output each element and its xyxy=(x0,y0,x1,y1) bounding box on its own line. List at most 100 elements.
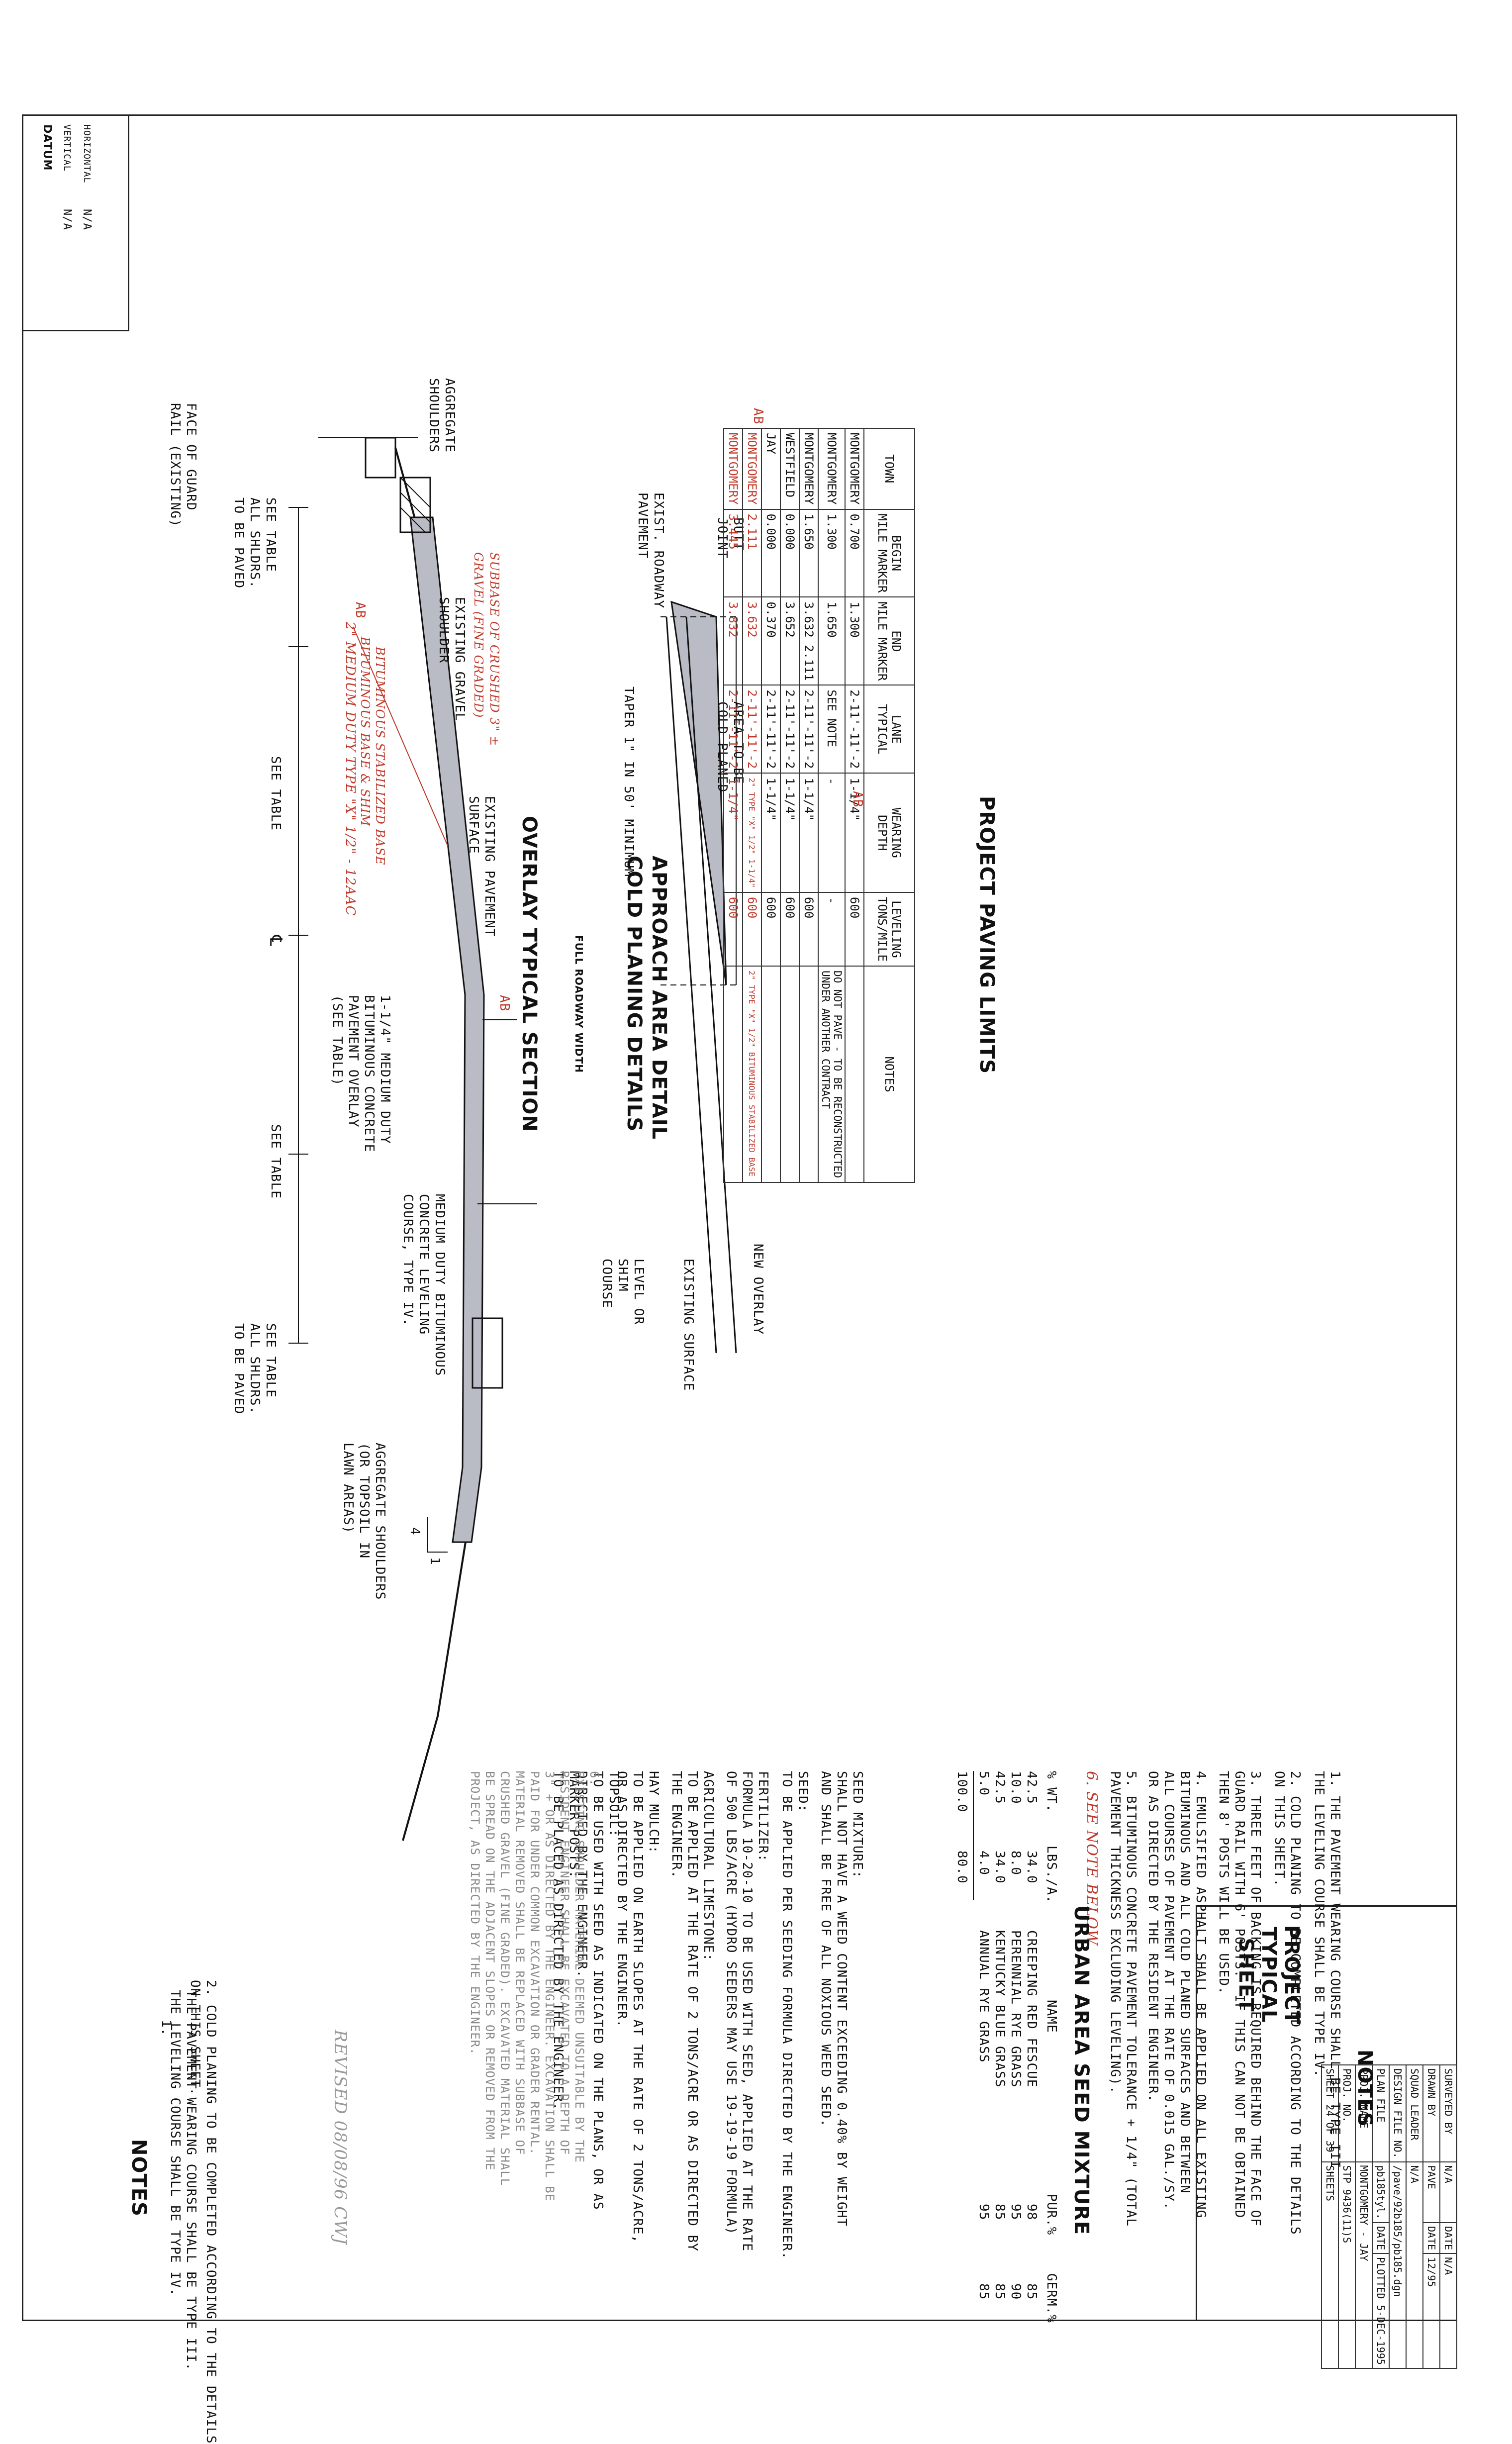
datum-horizontal-value: N/A xyxy=(81,209,93,230)
cell: 3.832 xyxy=(724,597,743,685)
overlay-band xyxy=(409,516,485,1543)
cell: 3.445 xyxy=(724,509,743,597)
date-label-2: DATE xyxy=(1423,2223,1440,2254)
handwritten-overlay-3: BITUMINOUS STABILIZED BASE xyxy=(373,647,387,866)
sheet-total: 39 xyxy=(1324,2140,1336,2152)
cell: WESTFIELD xyxy=(780,428,799,509)
col-town: TOWN xyxy=(864,428,915,509)
cell: MONTGOMERY xyxy=(818,428,845,509)
label-face-guard-rail: FACE OF GUARD RAIL (EXISTING) xyxy=(168,403,198,527)
table-row: WESTFIELD 0.000 3.652 2-11'-11'-2 1-1/4"… xyxy=(780,428,799,1183)
label-ab-mark-2: AB xyxy=(497,995,512,1012)
cell: 1.650 xyxy=(799,509,818,597)
cell: 2" TYPE "X" 1/2" 1-1/4" xyxy=(743,773,761,892)
col-end: END MILE MARKER xyxy=(864,597,915,685)
col-wearing: WEARING DEPTH xyxy=(864,773,915,892)
cell: SEE NOTE xyxy=(818,685,845,774)
col-notes: NOTES xyxy=(864,966,915,1183)
note-2-num: 2. xyxy=(203,1980,218,1997)
label-existing-gravel-shoulder: EXISTING GRAVEL SHOULDER xyxy=(436,597,467,721)
cell: 1.300 xyxy=(845,597,864,685)
handwritten-overlay-1: 2" MEDIUM DUTY TYPE "X" 1/2" - 12AAC xyxy=(343,622,358,916)
col-begin: BEGIN MILE MARKER xyxy=(864,509,915,597)
cell: MONTGOMERY xyxy=(724,428,743,509)
col-leveling: LEVELING TONS/MILE xyxy=(864,892,915,966)
label-see-table-left: SEE TABLE ALL SHLDRS. TO BE PAVED xyxy=(231,497,278,589)
plotted-value: PLOTTED 5-DEC-1995 xyxy=(1372,2253,1389,2368)
date-value-1: N/A xyxy=(1440,2253,1457,2368)
cell: 2-11'-11'-2 xyxy=(743,685,761,774)
cell: 1-1/4" xyxy=(799,773,818,892)
cell: 2-11'-11'-2 xyxy=(724,685,743,774)
cell: 0.370 xyxy=(761,597,780,685)
approach-title: APPROACH AREA DETAIL COLD PLANING DETAIL… xyxy=(623,856,670,1140)
label-exist-roadway: EXIST. ROADWAY PAVEMENT xyxy=(635,492,666,609)
label-new-overlay: NEW OVERLAY xyxy=(751,1244,765,1335)
handwritten-overlay-4: SUBBASE OF CRUSHED 3" ± GRAVEL (FINE GRA… xyxy=(472,552,501,747)
cell: 1-1/4" xyxy=(761,773,780,892)
table-row: JAY 0.000 0.370 2-11'-11'-2 1-1/4" 600 xyxy=(761,428,780,1183)
cell: 600 xyxy=(743,892,761,966)
drawn-by-label: DRAWN BY xyxy=(1423,2065,1440,2162)
sheet-cell: SHEET 24 OF 39 xyxy=(1322,2065,1338,2162)
cell: 600 xyxy=(799,892,818,966)
date-value-2: 12/95 xyxy=(1423,2253,1440,2368)
plan-file-value: pb185tyl. xyxy=(1372,2161,1389,2223)
table-row: MONTGOMERY 1.300 1.650 SEE NOTE - - DO N… xyxy=(818,428,845,1183)
label-aggregate-shoulders-right: AGGREGATE SHOULDERS (OR TOPSOIL IN LAWN … xyxy=(341,1443,387,1600)
cell: 1-1/4" xyxy=(724,773,743,892)
cell: 3.632 2.111 xyxy=(799,597,818,685)
proj-no-value: STP 9436(11)S xyxy=(1338,2161,1355,2368)
cell: 1.300 xyxy=(818,509,845,597)
sheets-label: SHEETS xyxy=(1322,2161,1338,2368)
tb-row-projno: PROJ. NO.STP 9436(11)S xyxy=(1338,2065,1355,2368)
cell xyxy=(761,966,780,1183)
datum-heading: DATUM xyxy=(41,124,53,171)
cell: - xyxy=(818,773,845,892)
paving-ab-mark-2: AB xyxy=(850,791,865,808)
cell: 2-11'-11'-2 xyxy=(799,685,818,774)
label-see-table-right: SEE TABLE ALL SHLDRS. TO BE PAVED xyxy=(231,1323,278,1415)
paving-ab-mark: AB xyxy=(751,408,765,425)
label-level-shim: LEVEL OR SHIM COURSE xyxy=(599,1259,646,1325)
cell xyxy=(780,966,799,1183)
cell: 3.632 xyxy=(743,597,761,685)
cell: 600 xyxy=(761,892,780,966)
cell xyxy=(724,966,743,1183)
guard-rail-post xyxy=(365,437,396,479)
label-centerline: ℄ xyxy=(266,935,285,947)
label-aggregate-shoulders-left: AGGREGATE SHOULDERS xyxy=(426,378,457,453)
datum-vertical-label: VERTICAL xyxy=(62,124,72,172)
cell: - xyxy=(818,892,845,966)
label-see-table-1: SEE TABLE xyxy=(268,756,283,831)
sheet-label: SHEET xyxy=(1324,2068,1336,2099)
sheet-no: 24 xyxy=(1324,2104,1336,2117)
cell: 1-1/4" xyxy=(780,773,799,892)
drawn-by-value: PAVE xyxy=(1423,2161,1440,2223)
cell: 0.000 xyxy=(780,509,799,597)
cell: 0.000 xyxy=(761,509,780,597)
design-file-value: /pave/92b185/pb185.dgn xyxy=(1389,2161,1406,2368)
title-block-title: PROJECT TYPICAL SHEET xyxy=(1234,1925,1303,2025)
proj-name-label: PROJ. NAME xyxy=(1355,2065,1372,2162)
note-2-text: COLD PLANING TO BE COMPLETED ACCORDING T… xyxy=(188,1980,218,2444)
right-shoulder-block xyxy=(472,1317,503,1389)
cell xyxy=(845,966,864,1183)
label-slope-1: 1 xyxy=(427,1557,442,1565)
cell: 2-11'-11'-2 xyxy=(780,685,799,774)
datum-vertical-value: N/A xyxy=(61,209,73,230)
handwritten-overlay-2: BITUMINOUS BASE & SHIM xyxy=(358,637,372,827)
paving-header-row: TOWN BEGIN MILE MARKER END MILE MARKER L… xyxy=(864,428,915,1183)
overlay-title: OVERLAY TYPICAL SECTION xyxy=(518,816,541,1132)
table-row: MONTGOMERY 3.445 3.832 2-11'-11'-2 1-1/4… xyxy=(724,428,743,1183)
cell: 2.111 xyxy=(743,509,761,597)
label-slope-4: 4 xyxy=(407,1527,422,1536)
date-label-1: DATE xyxy=(1440,2223,1457,2254)
